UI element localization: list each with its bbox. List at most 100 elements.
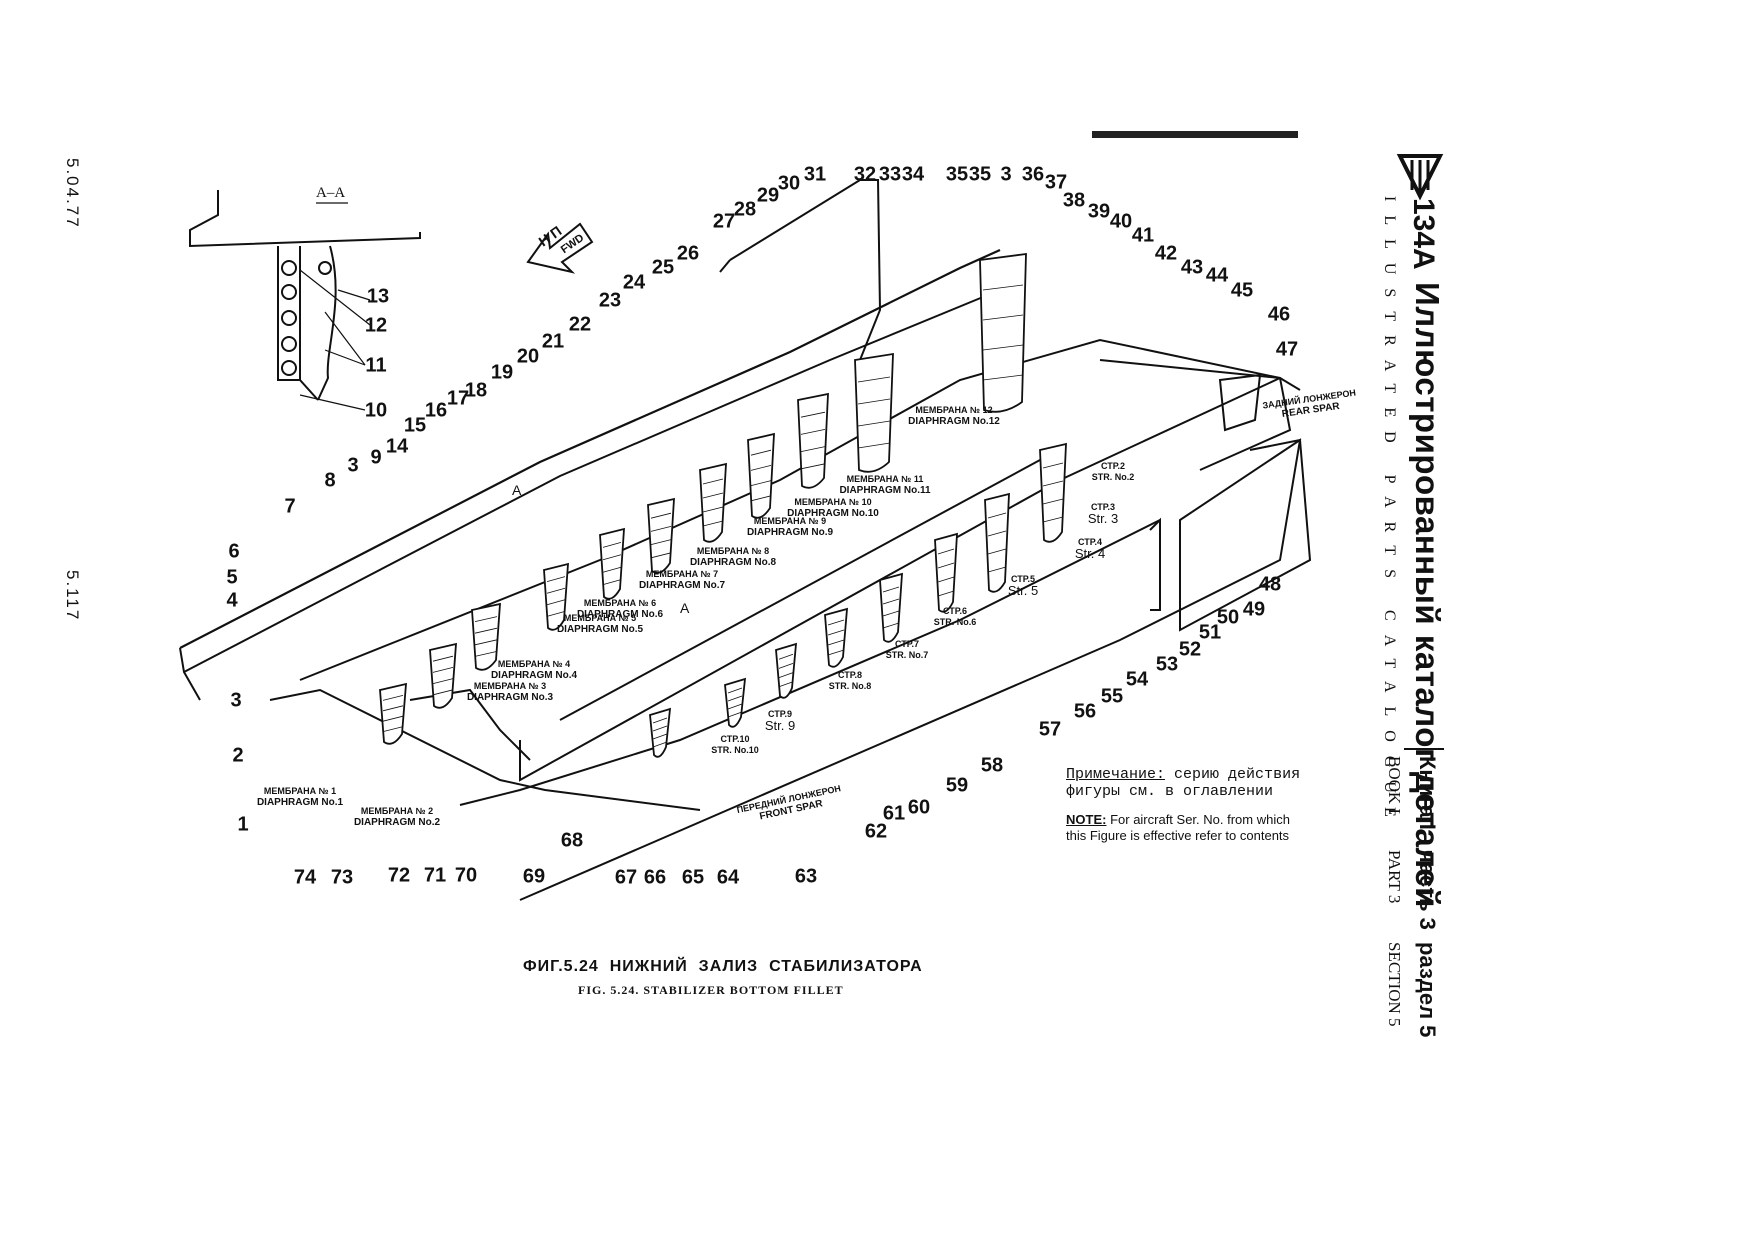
part-callout: 16 bbox=[424, 399, 448, 422]
part-callout: 17 bbox=[446, 387, 470, 410]
part-callout: 4 bbox=[226, 589, 238, 612]
section-callout: 13 bbox=[366, 285, 390, 308]
header-divider bbox=[1404, 748, 1444, 750]
part-callout: 38 bbox=[1062, 189, 1086, 212]
note-ru-label: Примечание: bbox=[1066, 766, 1166, 783]
part-callout: 31 bbox=[803, 163, 827, 186]
part-callout: 40 bbox=[1109, 210, 1133, 233]
diaphragm-web bbox=[699, 462, 727, 543]
part-callout: 57 bbox=[1038, 718, 1062, 741]
diaphragm-web bbox=[934, 532, 958, 613]
header-rule bbox=[1092, 131, 1298, 138]
part-callout: 65 bbox=[681, 866, 705, 889]
part-callout: 22 bbox=[568, 313, 592, 336]
part-callout: 47 bbox=[1275, 338, 1299, 361]
part-callout: 37 bbox=[1044, 171, 1068, 194]
part-callout: 45 bbox=[1230, 279, 1254, 302]
part-callout: 30 bbox=[777, 172, 801, 195]
diaphragm-web bbox=[854, 352, 894, 473]
part-callout: 8 bbox=[324, 469, 336, 492]
section-aa-detail bbox=[189, 190, 421, 411]
fwd-arrow-icon bbox=[526, 222, 594, 274]
part-callout: 59 bbox=[945, 774, 969, 797]
part-callout: 54 bbox=[1125, 668, 1149, 691]
part-callout: 69 bbox=[522, 865, 546, 888]
part-callout: 6 bbox=[228, 540, 240, 563]
part-callout: 70 bbox=[454, 864, 478, 887]
part-callout: 14 bbox=[385, 435, 409, 458]
diaphragm-web bbox=[649, 707, 672, 758]
figure-caption-en: FIG. 5.24. STABILIZER BOTTOM FILLET bbox=[578, 983, 844, 997]
section-mark: А bbox=[680, 600, 690, 616]
part-callout: 67 bbox=[614, 866, 638, 889]
part-callout: 41 bbox=[1131, 224, 1155, 247]
part-callout: 56 bbox=[1073, 700, 1097, 723]
part-callout: 52 bbox=[1178, 638, 1202, 661]
section-callout: 11 bbox=[365, 354, 387, 377]
diaphragm-web bbox=[599, 527, 625, 600]
part-callout: 29 bbox=[756, 184, 780, 207]
part-callout: 19 bbox=[490, 361, 514, 384]
diaphragm-web bbox=[747, 432, 775, 519]
part-callout: 49 bbox=[1242, 598, 1266, 621]
section-mark: А bbox=[512, 482, 522, 498]
part-callout: 23 bbox=[598, 289, 622, 312]
part-callout: 2 bbox=[232, 744, 244, 767]
part-callout: 62 bbox=[864, 820, 888, 843]
part-callout: 39 bbox=[1087, 200, 1111, 223]
figure-caption-ru: ФИГ.5.24 НИЖНИЙ ЗАЛИЗ СТАБИЛИЗАТОРА bbox=[523, 958, 923, 975]
part-callout: 36 bbox=[1021, 163, 1045, 186]
part-callout: 55 bbox=[1100, 685, 1124, 708]
part-callout: 1 bbox=[237, 813, 249, 836]
part-callout: 9 bbox=[370, 446, 382, 469]
part-callout: 35 bbox=[968, 163, 992, 186]
part-callout: 24 bbox=[622, 271, 646, 294]
diaphragm-web bbox=[979, 252, 1027, 413]
part-callout: 46 bbox=[1267, 303, 1291, 326]
diaphragm-web bbox=[647, 497, 675, 574]
part-callout: 58 bbox=[980, 754, 1004, 777]
diaphragm-web bbox=[1039, 442, 1067, 543]
diaphragm-web bbox=[824, 607, 849, 668]
section-aa-label: А–А bbox=[316, 185, 346, 201]
part-callout: 50 bbox=[1216, 606, 1240, 629]
part-callout: 72 bbox=[387, 864, 411, 887]
note-en-text: For aircraft Ser. No. from which this Fi… bbox=[1066, 812, 1290, 843]
part-callout: 61 bbox=[882, 802, 906, 825]
diaphragm-web bbox=[724, 677, 747, 728]
diaphragm-web bbox=[797, 392, 829, 489]
part-callout: 60 bbox=[907, 796, 931, 819]
part-callout: 3 bbox=[347, 454, 359, 477]
part-callout: 18 bbox=[464, 379, 488, 402]
part-callout: 3 bbox=[230, 689, 242, 712]
diaphragm-web bbox=[429, 642, 457, 709]
part-callout: 68 bbox=[560, 829, 584, 852]
part-callout: 53 bbox=[1155, 653, 1179, 676]
part-callout: 25 bbox=[651, 256, 675, 279]
part-callout: 43 bbox=[1180, 256, 1204, 279]
part-callout: 42 bbox=[1154, 242, 1178, 265]
part-callout: 44 bbox=[1205, 264, 1229, 287]
part-callout: 27 bbox=[712, 210, 736, 233]
part-callout: 7 bbox=[284, 495, 296, 518]
part-callout: 21 bbox=[541, 330, 565, 353]
